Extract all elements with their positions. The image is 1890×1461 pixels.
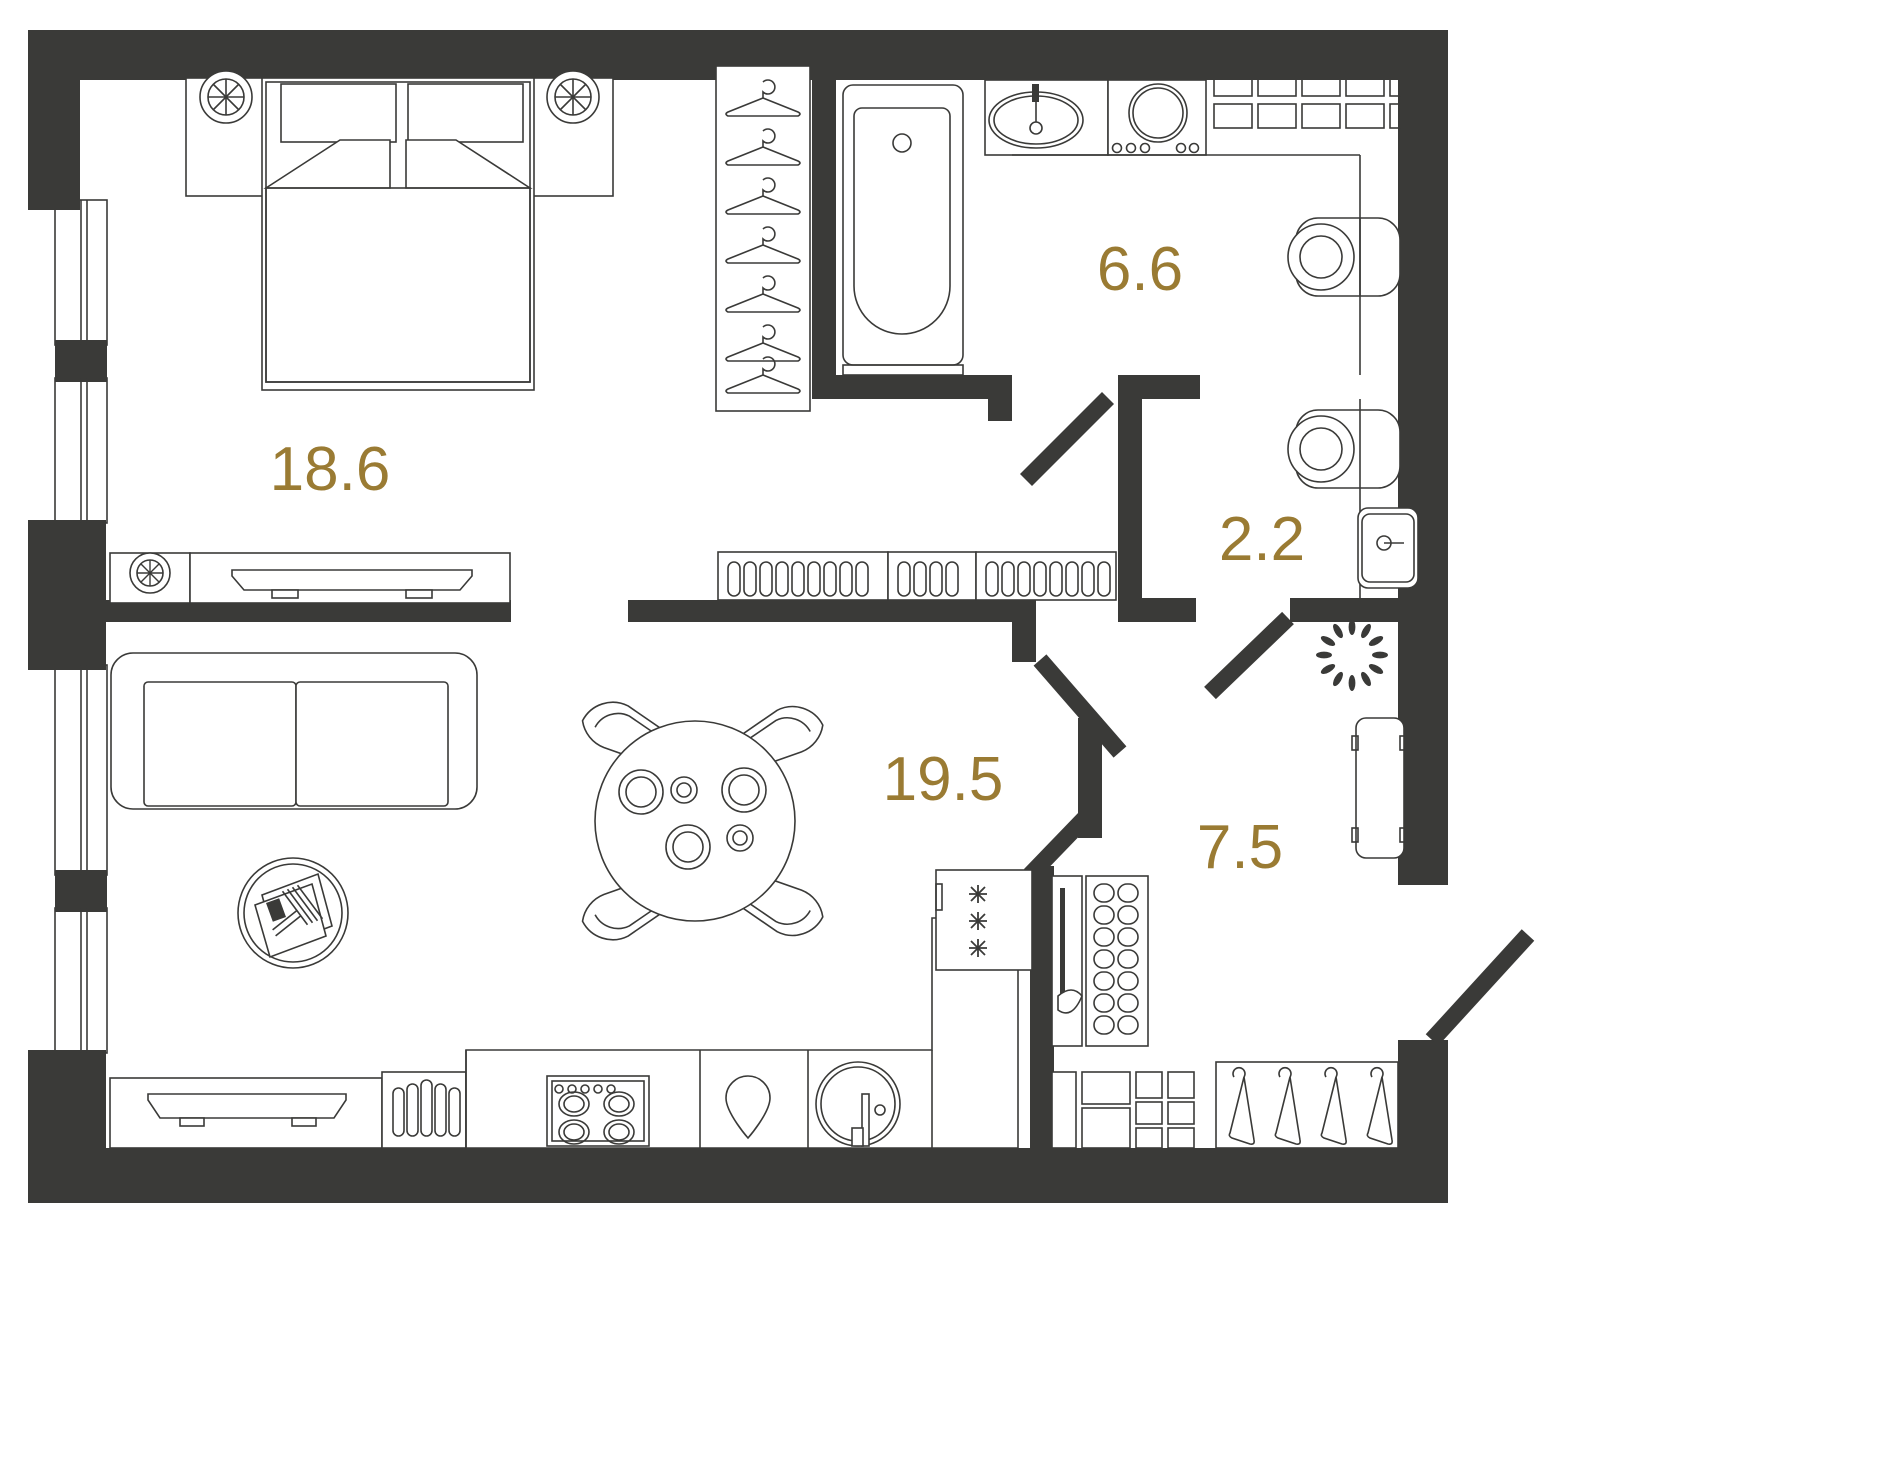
wall-bottom-exterior: [28, 1148, 1448, 1203]
washbasin-wc: [1357, 507, 1419, 589]
storage-grid: [1051, 1071, 1195, 1149]
coffee-table: [237, 857, 349, 969]
hanger-icon-3: [725, 177, 801, 215]
hanger-icon-1: [725, 79, 801, 117]
door-entrance: [1425, 929, 1535, 1046]
window-left-1: [54, 199, 108, 346]
wardrobe-hangers: [715, 65, 811, 412]
shoe-icons: [1093, 883, 1139, 1035]
hanger-icon-2: [725, 128, 801, 166]
door-kitchen-hall: [1023, 812, 1092, 881]
washbasin-bathroom: [984, 79, 1109, 156]
cooktop: [546, 1075, 650, 1147]
double-bed: [261, 77, 535, 391]
wall-left-seg-2: [28, 520, 106, 670]
area-label-wc: 2.2: [1219, 505, 1305, 574]
wall-right-exterior: [1398, 30, 1448, 880]
washing-machine: [1107, 79, 1207, 156]
wall-wc-bottom-right: [1290, 598, 1400, 622]
area-labels: 18.6 6.6 2.2 19.5 7.5: [270, 235, 1305, 882]
toilet-bathroom: [1287, 217, 1401, 297]
kitchen-sink: [815, 1061, 901, 1147]
area-label-bathroom: 6.6: [1097, 235, 1183, 304]
hanger-icon-e4: [1366, 1066, 1393, 1145]
area-label-bedroom: 18.6: [270, 435, 391, 504]
wall-left-mullion-1: [55, 340, 107, 382]
sofa: [110, 652, 478, 810]
wall-kitchen-partition: [628, 600, 1033, 622]
wall-right-step: [1398, 860, 1448, 885]
wc-fixtures: [1287, 399, 1419, 598]
door-bedroom: [540, 515, 628, 607]
window-left-2: [54, 377, 108, 524]
wall-left-mullion-2: [55, 870, 107, 912]
storage-shelving: [1051, 875, 1149, 1047]
snowflake-icons: [969, 885, 987, 957]
wall-hall-vert-2: [1030, 866, 1054, 1148]
wall-bath-bottom: [812, 375, 1012, 399]
hanger-icons: [725, 79, 801, 394]
wall-bath-bottom-jamb: [988, 375, 1012, 421]
wall-hall-jamb-top: [1012, 600, 1036, 662]
hanger-icon-5: [725, 275, 801, 313]
wall-left-seg-3: [28, 1050, 106, 1203]
nightstand-right: [532, 70, 614, 197]
bathtub: [842, 84, 964, 376]
wall-wc-bottom-left: [1118, 598, 1196, 622]
door-hall-living: [1033, 654, 1127, 758]
tv-unit-living: [109, 1077, 383, 1149]
wall-bath-left: [812, 78, 836, 398]
wall-bedroom-living: [106, 600, 511, 622]
area-label-living-kitchen: 19.5: [883, 745, 1004, 814]
hanger-icon-e2: [1274, 1066, 1301, 1145]
hanger-icon-4: [725, 226, 801, 264]
hanger-icon-6: [725, 324, 801, 362]
radiator-living: [717, 551, 1117, 601]
round-dining-table: [581, 701, 824, 941]
wall-bath-wc-divider: [1118, 375, 1142, 605]
nightstand-left: [185, 70, 267, 197]
wall-left-seg-1: [28, 30, 80, 210]
tv-unit-bedroom: [109, 552, 511, 604]
wall-entry-right: [1398, 1040, 1448, 1203]
hanger-icon-e1: [1228, 1066, 1255, 1145]
hanger-icon-e3: [1320, 1066, 1347, 1145]
window-left-4: [54, 907, 108, 1054]
entry-closet-hangers: [1215, 1061, 1399, 1149]
window-left-3: [54, 664, 108, 876]
living-furniture: [109, 551, 1117, 1149]
hanger-icons-entry: [1228, 1066, 1393, 1145]
ceiling-light-icon: [1316, 619, 1388, 691]
hanger-icon-7: [725, 356, 801, 394]
kettle-icon: [725, 1075, 771, 1140]
refrigerator: [935, 869, 1033, 971]
newspaper-icon: [254, 872, 333, 959]
hallway-furniture: [1051, 619, 1407, 1149]
walls-layer: [28, 30, 1448, 1203]
tile-grid: [1213, 71, 1401, 129]
door-bathroom: [1019, 391, 1115, 487]
door-wc: [1204, 611, 1294, 700]
bathroom-fixtures: [842, 71, 1401, 376]
area-label-hallway: 7.5: [1197, 813, 1283, 882]
doors-layer: [540, 391, 1535, 1046]
kitchen-counter: [465, 917, 1019, 1149]
bedroom-furniture: [109, 65, 811, 604]
windows-layer: [54, 199, 108, 1054]
radiator-bottom: [381, 1071, 467, 1149]
wall-wc-top: [1118, 375, 1200, 399]
bench: [1351, 717, 1407, 859]
